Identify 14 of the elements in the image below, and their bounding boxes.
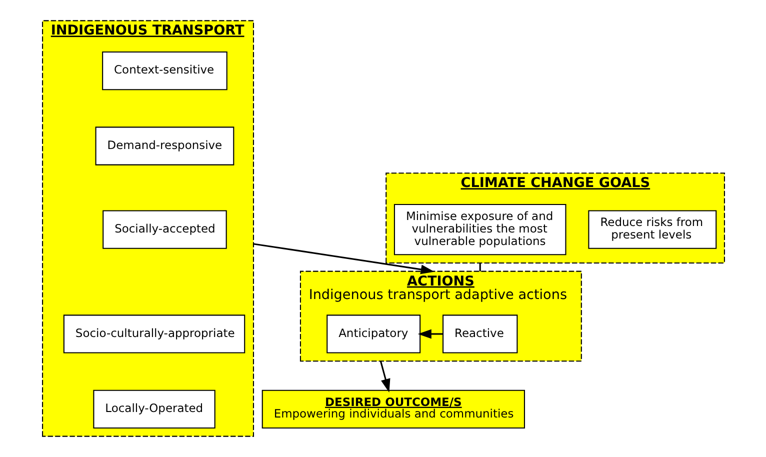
connector [478,262,480,272]
node-box: Minimise exposure of and vulnerabilities the most vulnerable populations [393,204,566,256]
arrow [417,329,442,339]
node-box: Context-sensitive [102,51,227,90]
node-box: Locally-Operated [92,390,215,428]
node-box: DESIRED OUTCOME/S Empowering individuals and communities [261,390,524,428]
node-box: Socially-accepted [102,210,226,249]
node-box: Anticipatory [326,314,420,354]
node-box: Demand-responsive [94,126,234,166]
node-box: Reduce risks from present levels [588,210,716,249]
node-box: Socio-culturally-appropriate [62,314,245,354]
node-box: Reactive [442,314,518,354]
arrow [379,360,390,393]
arrow [252,243,434,274]
